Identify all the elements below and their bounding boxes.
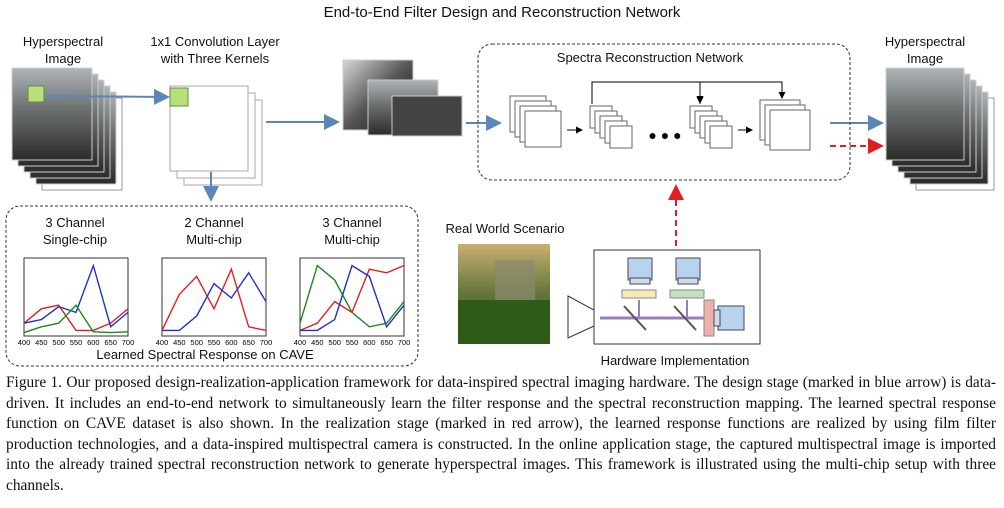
kernel-icon [169, 87, 189, 107]
plot2-title-line2: Multi-chip [186, 232, 242, 247]
plot3-tick-label: 700 [398, 338, 411, 347]
plot1-tick-label: 500 [52, 338, 65, 347]
coded-images-stack [342, 59, 463, 137]
plot3-tick-label: 400 [294, 338, 307, 347]
plot1-tick-label: 400 [18, 338, 31, 347]
conv-label-line1: 1x1 Convolution Layer [150, 34, 280, 49]
plot2-tick-label: 500 [190, 338, 203, 347]
hardware-diagram [567, 249, 761, 345]
plot3-tick-label: 450 [311, 338, 324, 347]
recon-network-box [477, 43, 851, 181]
recon-network-layers [509, 81, 811, 151]
plot-frame-2 [161, 257, 267, 337]
plot3-tick-label: 550 [346, 338, 359, 347]
real-world-scene-image [458, 244, 550, 344]
input-cube [11, 67, 123, 191]
plot2-tick-label: 400 [156, 338, 169, 347]
sensor-icon-2 [675, 257, 701, 281]
plot3-series-red [299, 264, 405, 332]
filter-icon-2 [669, 289, 705, 299]
plot2-tick-label: 700 [260, 338, 273, 347]
conv-layer-stack [169, 85, 263, 186]
plot1-series-blue [23, 263, 129, 329]
figure-title: End-to-End Filter Design and Reconstruct… [323, 4, 681, 21]
input-label-line2: Image [44, 51, 82, 66]
plot3-tick-label: 500 [328, 338, 341, 347]
lens-icon [567, 295, 595, 339]
selected-pixel-icon [27, 85, 45, 103]
plot3-series-blue [300, 264, 405, 332]
plot2-series-blue [162, 271, 267, 332]
sensor-icon-3 [717, 305, 745, 331]
plot1-tick-label: 600 [87, 338, 100, 347]
plot2-tick-label: 450 [173, 338, 186, 347]
sensor-icon-1 [627, 257, 653, 281]
ellipsis-dots: ● ● ● [648, 127, 681, 143]
plot3-tick-label: 600 [363, 338, 376, 347]
plot2-tick-label: 550 [208, 338, 221, 347]
plot1-tick-label: 550 [70, 338, 83, 347]
beam-splitter-1 [623, 305, 647, 331]
conv-label-line2: with Three Kernels [160, 51, 270, 66]
recon-network-label: Spectra Reconstruction Network [556, 50, 744, 65]
plot3-tick-label: 650 [380, 338, 393, 347]
plot3-title-line2: Multi-chip [324, 232, 380, 247]
output-label-line1: Hyperspectral [884, 34, 966, 49]
response-panel-label: Learned Spectral Response on CAVE [96, 347, 314, 362]
output-label-line2: Image [906, 51, 944, 66]
figure-caption: Figure 1. Our proposed design-realizatio… [6, 374, 996, 494]
plot1-series-green [23, 304, 129, 334]
arrow-input-to-conv [45, 88, 170, 105]
plot1-tick-label: 700 [122, 338, 135, 347]
plot1-title-line2: Single-chip [42, 232, 108, 247]
response-plots: 400 450 500 550 600 650 700 400 450 500 550 600 650 7… [18, 257, 411, 347]
plot1-series-red [23, 304, 129, 332]
beam-splitter-2 [673, 305, 697, 331]
input-label-line1: Hyperspectral [22, 34, 104, 49]
plot2-title-line1: 2 Channel [184, 215, 244, 230]
plot2-tick-label: 600 [225, 338, 238, 347]
plot1-title-line1: 3 Channel [45, 215, 105, 230]
filter-icon-3 [703, 299, 715, 337]
plot2-tick-label: 650 [242, 338, 255, 347]
hardware-label: Hardware Implementation [600, 353, 750, 368]
real-world-label: Real World Scenario [445, 221, 565, 236]
plot1-tick-label: 650 [104, 338, 117, 347]
learned-response-panel [5, 205, 419, 367]
plot3-title-line1: 3 Channel [322, 215, 382, 230]
plot1-tick-label: 450 [35, 338, 48, 347]
framework-diagram: ● ● ● 400 450 500 550 600 650 700 400 450 500 550 6… [5, 43, 995, 367]
output-cube [885, 67, 995, 191]
filter-icon-1 [621, 289, 657, 299]
plot-frame-1 [23, 257, 129, 337]
plot2-series-red [161, 267, 267, 332]
